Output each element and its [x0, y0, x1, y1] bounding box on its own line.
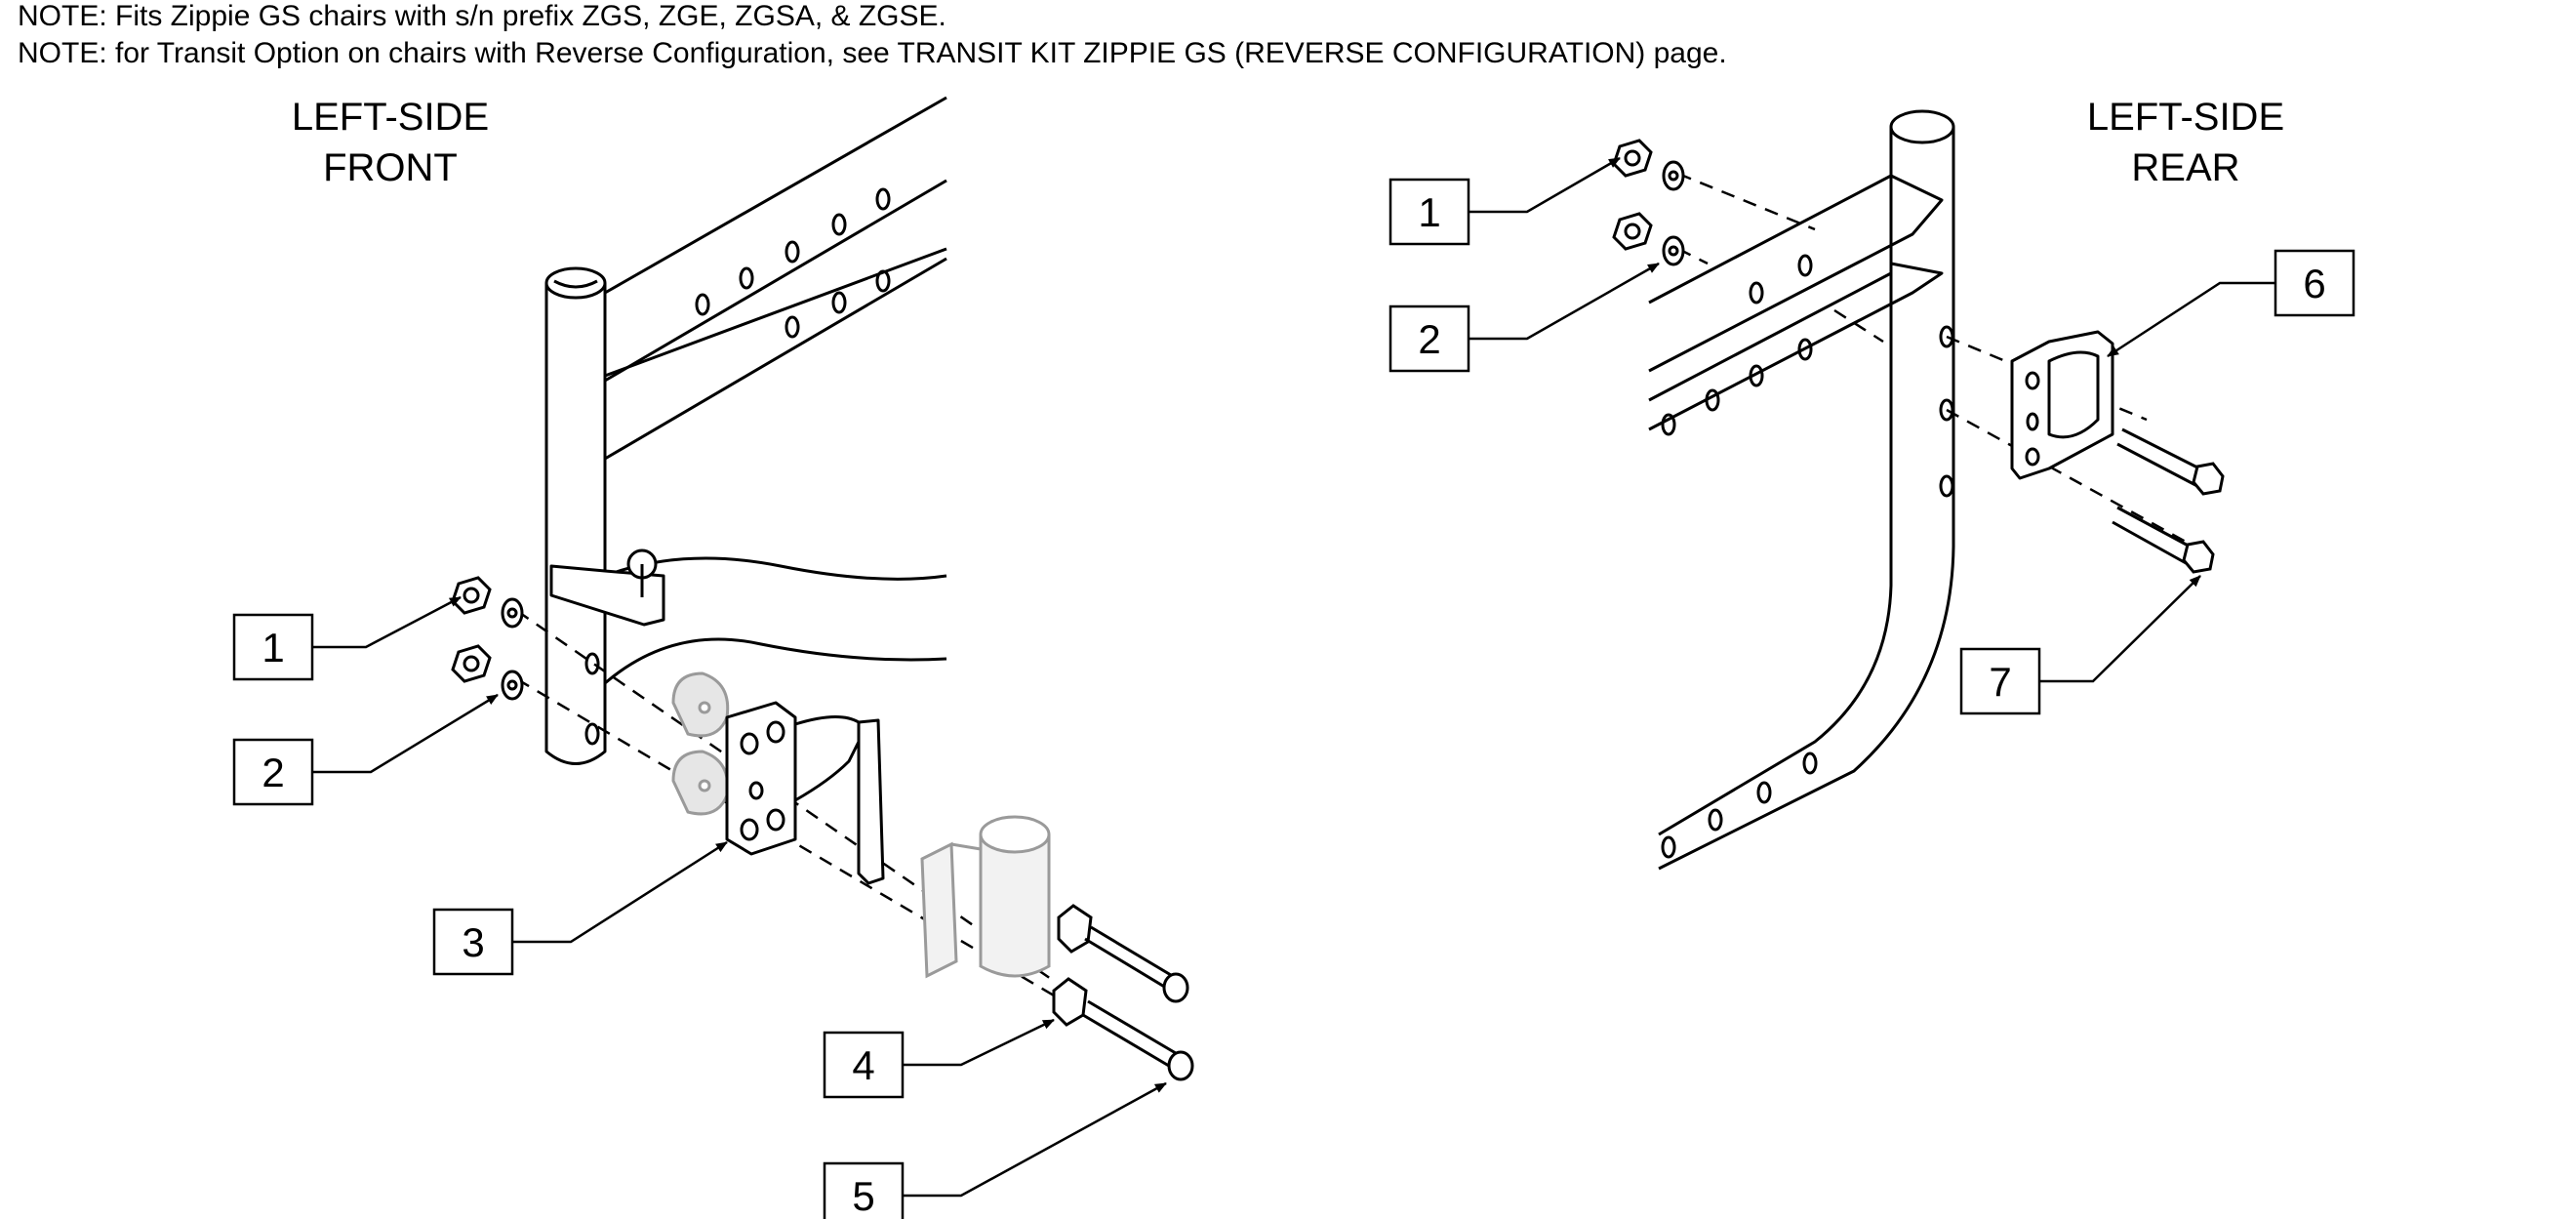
rear-label-line2: REAR: [2131, 146, 2240, 189]
callout-rear-7: 7: [1959, 575, 2201, 715]
callout-rear-2-label: 2: [1418, 316, 1440, 362]
front-caster-housing: [920, 815, 1051, 979]
rear-label-line1: LEFT-SIDE: [2086, 96, 2285, 139]
callout-front-3: 3: [432, 840, 728, 976]
callout-rear-7-label: 7: [1989, 659, 2011, 705]
callout-front-3-label: 3: [462, 919, 484, 965]
front-label-line1: LEFT-SIDE: [291, 96, 490, 139]
callout-front-1-label: 1: [262, 625, 284, 670]
front-bolts: [1052, 904, 1194, 1081]
callout-rear-1-label: 1: [1418, 189, 1440, 235]
front-frame: [544, 96, 947, 765]
note-fits-chairs: NOTE: Fits Zippie GS chairs with s/n pre…: [18, 0, 946, 32]
rear-hardware: [1612, 139, 1685, 266]
view-label-left-side-front: LEFT-SIDE FRONT: [234, 92, 546, 193]
callouts: 1 2 3 4 5 1: [232, 156, 2355, 1219]
callout-rear-1: 1: [1389, 156, 1621, 246]
callout-front-2: 2: [232, 693, 499, 806]
callout-rear-6: 6: [2107, 249, 2355, 358]
view-label-left-side-rear: LEFT-SIDE REAR: [2039, 92, 2332, 193]
note-transit-option: NOTE: for Transit Option on chairs with …: [18, 37, 1727, 69]
callout-rear-6-label: 6: [2303, 261, 2325, 306]
callout-front-2-label: 2: [262, 750, 284, 795]
front-transit-bracket: [725, 701, 885, 885]
front-spacers: [671, 671, 730, 816]
front-hardware: [451, 576, 524, 701]
callout-front-5-label: 5: [852, 1173, 874, 1219]
callout-rear-2: 2: [1389, 262, 1660, 373]
callout-front-4: 4: [823, 1018, 1055, 1099]
callout-front-4-label: 4: [852, 1042, 874, 1088]
front-label-line2: FRONT: [323, 146, 458, 189]
callout-front-5: 5: [823, 1081, 1167, 1219]
callout-front-1: 1: [232, 595, 462, 681]
rear-bracket-plate: [2010, 330, 2114, 480]
rear-bolts: [2112, 427, 2225, 574]
rear-frame: [1648, 109, 1955, 871]
